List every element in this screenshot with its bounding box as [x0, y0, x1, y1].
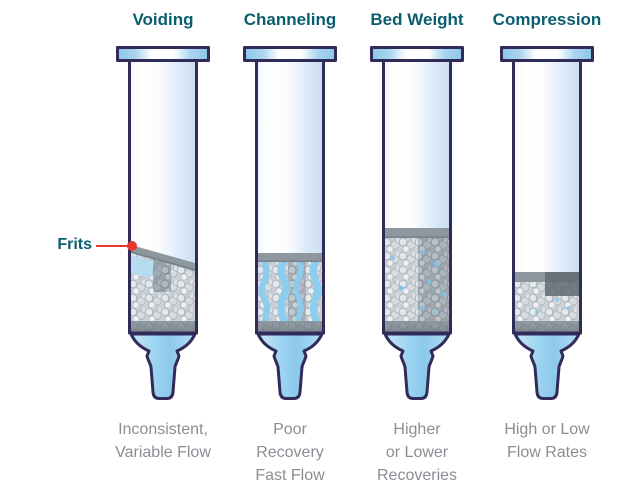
frits-label: Frits [57, 236, 92, 253]
column-tip [129, 332, 197, 400]
column-tip [513, 332, 581, 400]
column-flange [500, 46, 594, 62]
flow-channels [258, 258, 322, 325]
column-bed-weight [370, 46, 464, 400]
top-frit [385, 228, 449, 238]
compressed-dense-region [545, 272, 579, 296]
solvent-speckles [391, 249, 446, 314]
column-tip [383, 332, 451, 400]
column-title-bed-weight: Bed Weight [370, 10, 464, 29]
frits-pointer-dot [127, 241, 137, 251]
caption-channeling: Poor Recovery Fast Flow [255, 421, 325, 484]
column-title-channeling: Channeling [243, 10, 337, 29]
column-tip [256, 332, 324, 400]
column-flange [370, 46, 464, 62]
bottom-frit-texture [131, 321, 195, 332]
column-voiding [116, 46, 210, 400]
top-frit-shadow [385, 236, 449, 238]
bed-seam-highlight [416, 238, 418, 321]
column-compression [500, 46, 594, 400]
column-title-compression: Compression [492, 10, 602, 29]
bottom-frit-texture [258, 321, 322, 332]
top-frit-shadow [131, 251, 195, 271]
dense-region [153, 256, 171, 292]
caption-bed-weight: Higher or Lower Recoveries [376, 421, 458, 484]
top-frit [258, 253, 322, 262]
top-frit-shadow [258, 260, 322, 262]
solvent-speckles [535, 298, 572, 314]
column-flange [243, 46, 337, 62]
caption-compression: High or Low Flow Rates [504, 421, 590, 461]
caption-voiding: Inconsistent, Variable Flow [115, 421, 211, 461]
bottom-frit-texture [385, 321, 449, 332]
column-title-voiding: Voiding [132, 10, 194, 29]
bottom-frit-texture [515, 321, 579, 332]
frits-pointer-line [96, 245, 128, 247]
column-channeling [243, 46, 337, 400]
column-flange [116, 46, 210, 62]
